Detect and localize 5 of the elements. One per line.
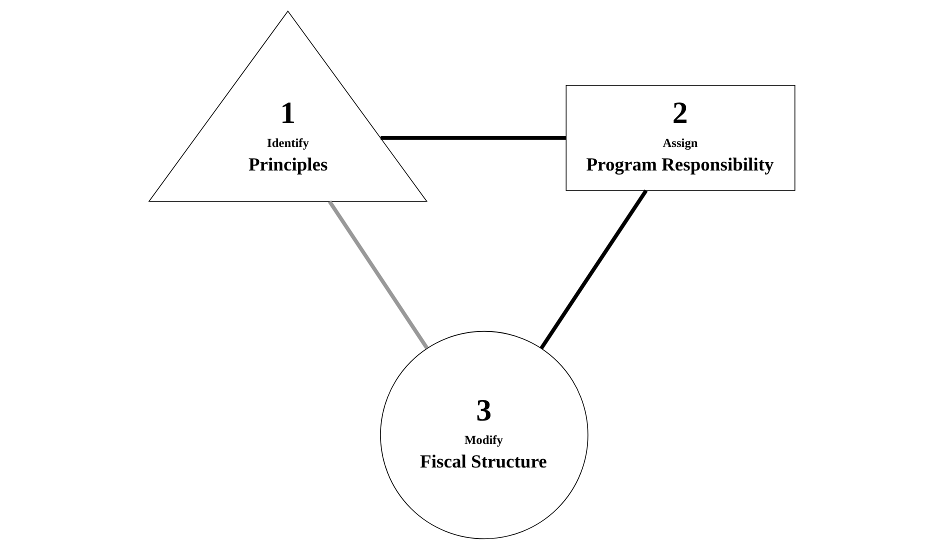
node-circle: 3 Modify Fiscal Structure [380, 330, 588, 540]
connector [327, 200, 428, 350]
connector [380, 136, 566, 140]
node-box: 2 Assign Program Responsibility [565, 84, 795, 191]
connector [539, 189, 648, 350]
